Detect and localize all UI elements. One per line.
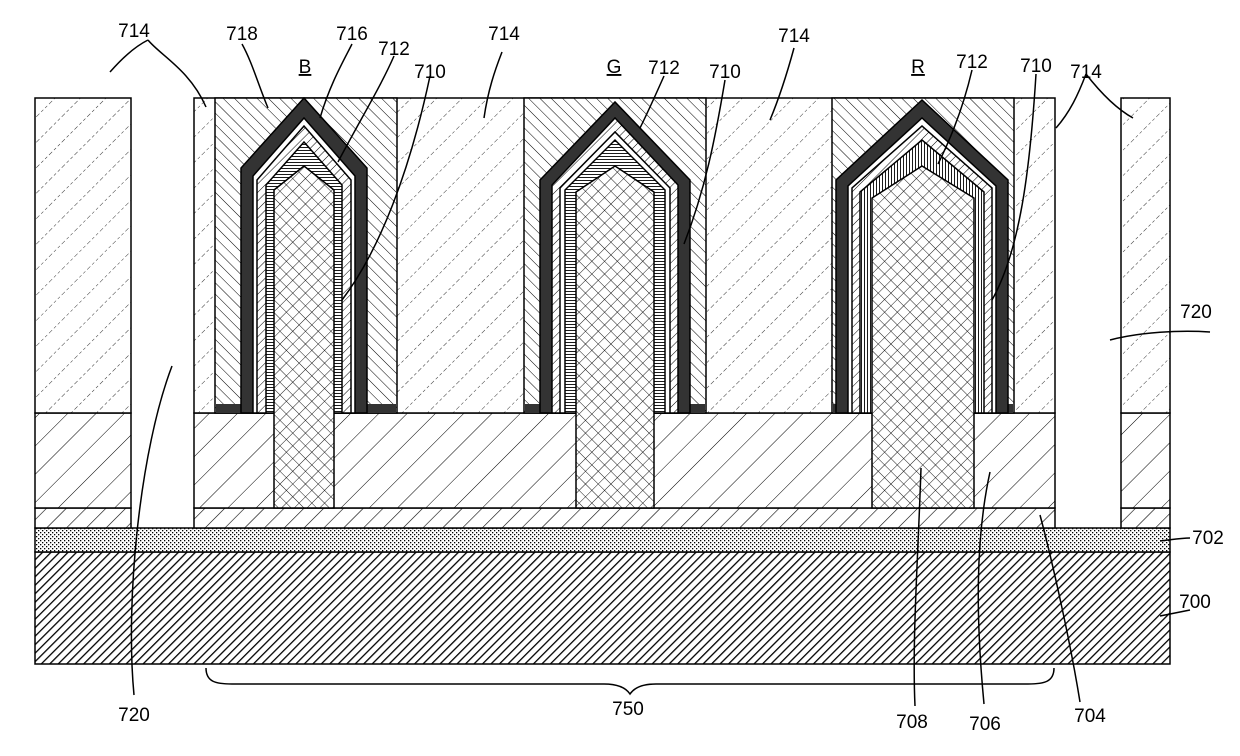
label-710-b: 710 <box>414 62 446 83</box>
substrate-700 <box>35 552 1170 664</box>
label-720-bottom: 720 <box>118 705 150 726</box>
label-710-r: 710 <box>1020 56 1052 77</box>
label-714-right: 714 <box>1070 62 1102 83</box>
label-r: R <box>911 57 925 78</box>
label-700: 700 <box>1179 592 1211 613</box>
label-750: 750 <box>612 699 644 720</box>
label-712-r: 712 <box>956 52 988 73</box>
label-708: 708 <box>896 712 928 733</box>
label-704: 704 <box>1074 706 1106 727</box>
label-706: 706 <box>969 714 1001 735</box>
layer-702 <box>35 528 1170 552</box>
label-b: B <box>299 57 312 78</box>
label-712-b: 712 <box>378 39 410 60</box>
brace-750 <box>206 668 1054 694</box>
label-702: 702 <box>1192 528 1224 549</box>
label-712-g: 712 <box>648 58 680 79</box>
label-716: 716 <box>336 24 368 45</box>
label-720-right: 720 <box>1180 302 1212 323</box>
label-714-middle: 714 <box>488 24 520 45</box>
label-718: 718 <box>226 24 258 45</box>
label-g: G <box>607 57 622 78</box>
label-714-mid-right: 714 <box>778 26 810 47</box>
label-714-left: 714 <box>118 21 150 42</box>
layer-704 <box>35 508 1170 528</box>
label-710-g: 710 <box>709 62 741 83</box>
